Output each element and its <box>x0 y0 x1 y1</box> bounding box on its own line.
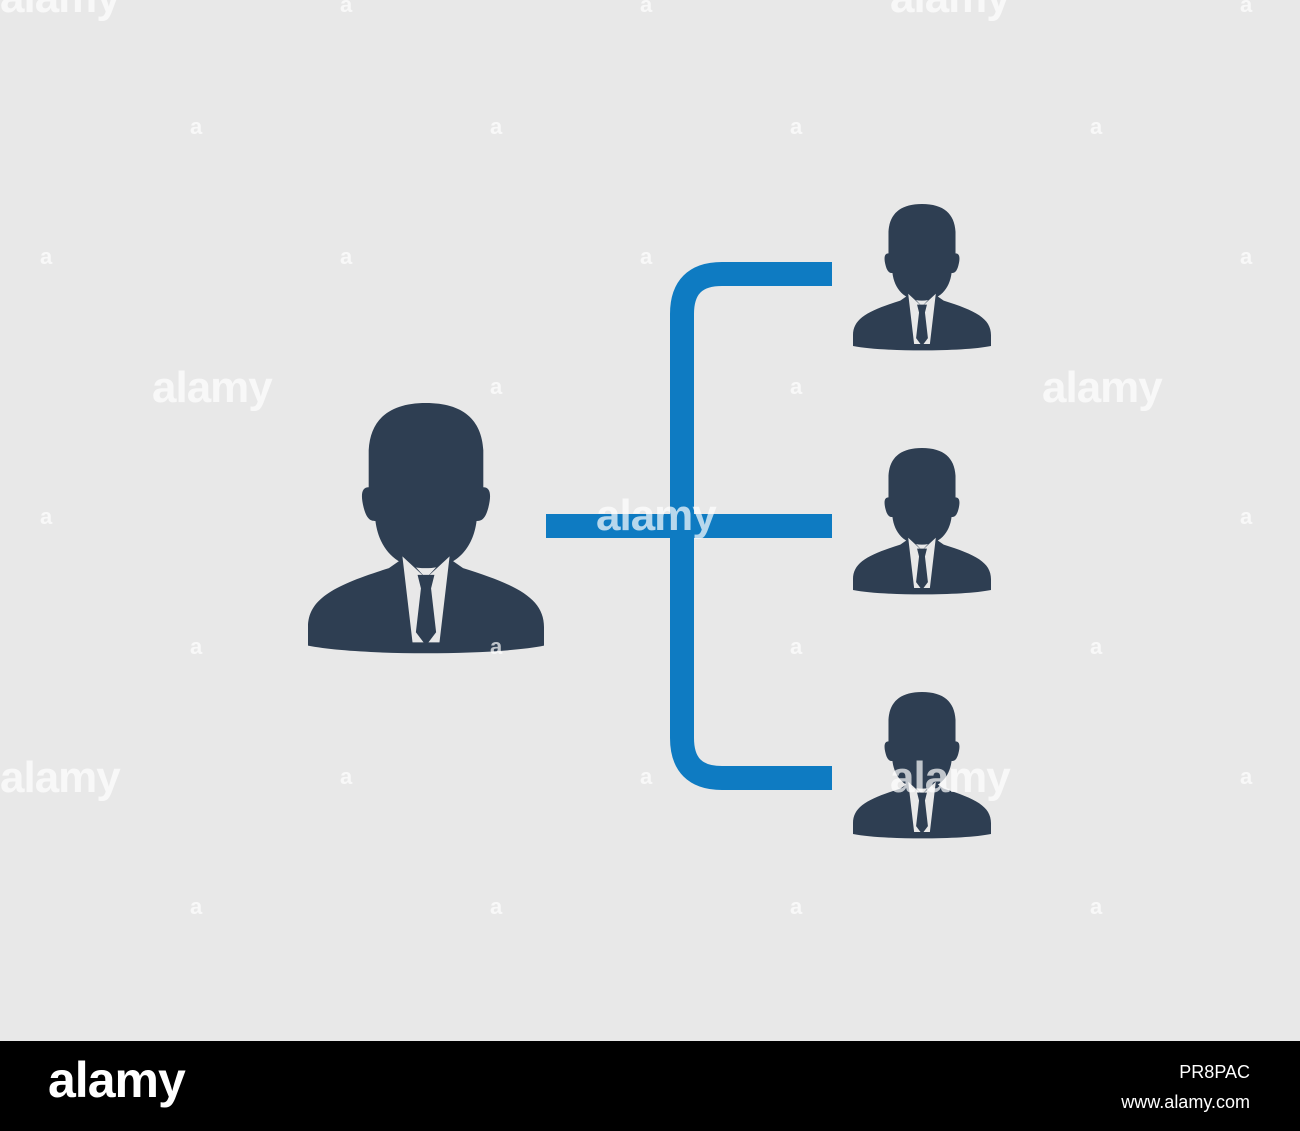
team-member-person-icon-bottom <box>853 692 991 839</box>
connector-bracket <box>670 262 832 790</box>
team-member-person-icon-middle <box>853 448 991 595</box>
image-id-label: PR8PAC <box>1179 1062 1250 1082</box>
footer-bar: alamy PR8PAC www.alamy.com <box>0 1041 1300 1131</box>
team-member-person-icon-top <box>853 204 991 351</box>
manager-person-icon <box>308 402 544 654</box>
footer-url-label: www.alamy.com <box>1121 1092 1250 1112</box>
hierarchy-diagram <box>308 204 991 839</box>
footer-logo: alamy <box>48 1052 186 1108</box>
